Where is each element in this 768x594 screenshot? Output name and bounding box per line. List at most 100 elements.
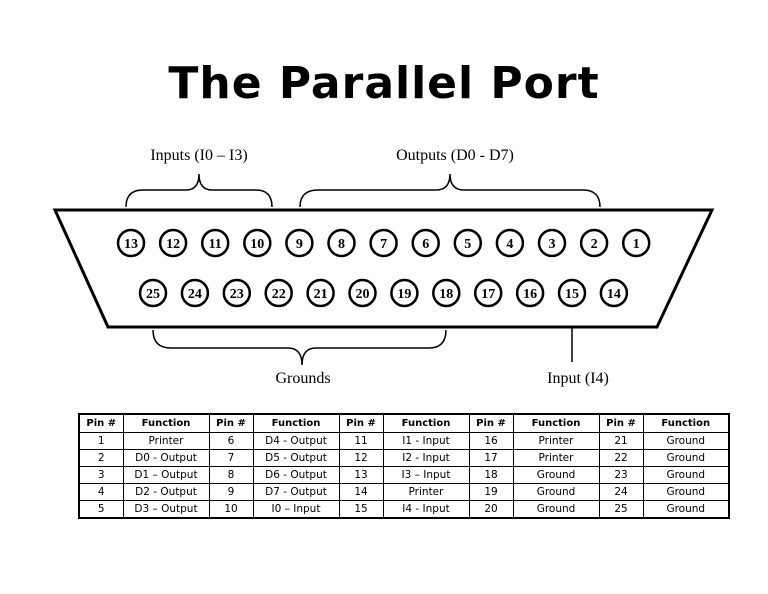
cell-pin: 2 [78,449,124,467]
pin-number: 1 [633,237,640,252]
pin-circle [243,228,272,258]
page-title: The Parallel Port [168,58,600,109]
cell-function: D2 - Output [122,483,210,501]
pin-circle [599,278,629,308]
pin-2: 2 [579,228,609,258]
pin-4: 4 [495,228,525,258]
pin-number: 22 [272,287,286,302]
pin-11: 11 [200,228,230,258]
outputs-brace [299,173,601,208]
cell-pin: 18 [468,466,514,484]
header-pin: Pin # [598,413,644,433]
header-pin: Pin # [468,413,514,433]
pin-circle [116,228,146,258]
pin-number: 18 [439,287,453,302]
cell-function: I4 - Input [382,500,470,519]
cell-pin: 16 [468,432,514,450]
pin-number: 10 [250,237,264,252]
pin-number: 11 [209,237,222,252]
pin-6: 6 [411,228,440,258]
pin-circle [180,278,210,308]
cell-pin: 25 [598,500,644,519]
pin-circle [158,228,188,258]
header-function: Function [382,413,470,433]
pin-9: 9 [285,228,314,258]
cell-function: Ground [642,449,730,467]
pin-circle [432,278,461,308]
pin-number: 12 [166,237,180,252]
pin-18: 18 [432,278,461,308]
pin-number: 17 [481,287,495,302]
pin-circle [453,228,483,258]
cell-function: Printer [122,432,210,450]
pin-22: 22 [264,278,293,308]
parallel-port-diagram: Inputs (I0 – I3) Outputs (D0 - D7) Groun… [52,147,715,387]
pin-number: 15 [565,287,579,302]
cell-function: Printer [512,432,600,450]
outputs-label: Outputs (D0 - D7) [396,147,514,164]
pin-20: 20 [348,278,377,308]
cell-pin: 23 [598,466,644,484]
pin-16: 16 [515,278,545,308]
header-pin: Pin # [78,413,124,433]
cell-pin: 22 [598,449,644,467]
pin-circle [348,278,377,308]
pin-circle [306,278,335,308]
cell-function: Ground [512,500,600,519]
cell-pin: 6 [208,432,254,450]
pin-circle [557,278,587,308]
cell-function: I1 - Input [382,432,470,450]
cell-function: I2 - Input [382,449,470,467]
pin-7: 7 [369,228,398,258]
cell-function: Printer [512,449,600,467]
pin-number: 13 [124,237,138,252]
pin-circle [579,228,609,258]
pin-circle [621,228,651,258]
cell-function: Ground [642,483,730,501]
header-pin: Pin # [338,413,384,433]
cell-pin: 13 [338,466,384,484]
pin-number: 21 [314,287,328,302]
pin-number: 7 [380,237,387,252]
pin-number: 23 [230,287,244,302]
header-pin: Pin # [208,413,254,433]
cell-pin: 7 [208,449,254,467]
connector-outline [52,208,715,329]
pin-circle [495,228,525,258]
pin-10: 10 [243,228,272,258]
pin-1: 1 [621,228,651,258]
cell-pin: 12 [338,449,384,467]
pin-24: 24 [180,278,210,308]
cell-function: D0 - Output [122,449,210,467]
inputs-label: Inputs (I0 – I3) [150,147,247,164]
pin-13: 13 [116,228,146,258]
cell-function: D6 - Output [252,466,340,484]
header-function: Function [122,413,210,433]
cell-pin: 5 [78,500,124,519]
pin-circle [200,228,230,258]
cell-function: D3 – Output [122,500,210,519]
cell-function: D7 - Output [252,483,340,501]
pin-number: 9 [296,237,303,252]
pin-circle [537,228,567,258]
pin-circle [369,228,398,258]
cell-function: Printer [382,483,470,501]
pin-circle [473,278,503,308]
pin-circle [222,278,252,308]
cell-function: Ground [512,466,600,484]
pin-5: 5 [453,228,483,258]
cell-pin: 10 [208,500,254,519]
cell-pin: 24 [598,483,644,501]
pin-number: 14 [607,287,621,302]
cell-function: D5 - Output [252,449,340,467]
cell-pin: 3 [78,466,124,484]
pin-15: 15 [557,278,587,308]
pin-number: 2 [591,237,598,252]
cell-pin: 8 [208,466,254,484]
pin-number: 16 [523,287,537,302]
cell-pin: 4 [78,483,124,501]
